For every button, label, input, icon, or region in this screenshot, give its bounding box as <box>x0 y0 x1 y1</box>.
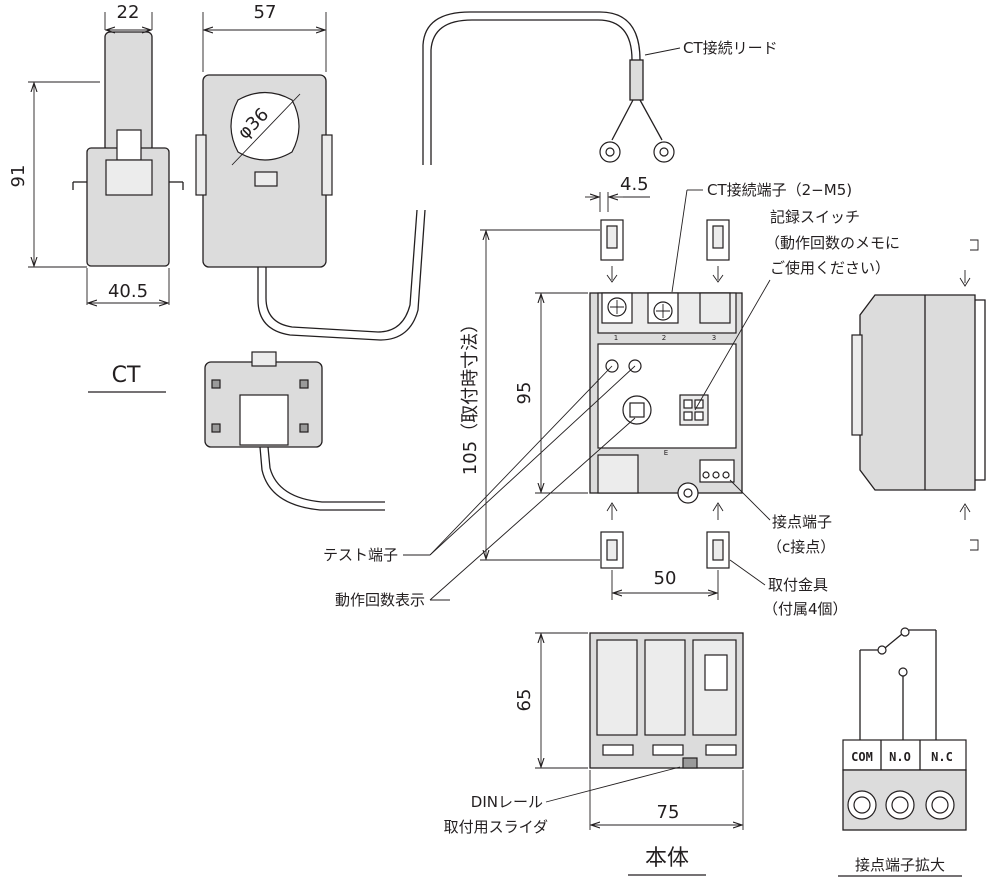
dim-ct-width-large: 57 <box>254 2 277 23</box>
contact-zoom-title: 接点端子拡大 <box>855 856 945 874</box>
terminal-number-3: 3 <box>712 334 716 342</box>
contact-terminal-label-1: 接点端子 <box>772 513 832 531</box>
mount-bracket-label-1: 取付金具 <box>768 576 828 594</box>
ct-lead: CT接続リード <box>422 11 778 165</box>
ct-terminal-label: CT接続端子（2−M5) <box>707 181 852 199</box>
main-body-front: 1 2 3 E 4.5 CT接続端子（2−M5) 95 <box>323 174 900 609</box>
counter-display-label: 動作回数表示 <box>335 591 425 609</box>
ct-side-view: 22 91 40.5 CT <box>8 2 184 393</box>
mount-bracket-label-2: （付属4個） <box>763 600 848 618</box>
record-switch-label-2: （動作回数のメモに <box>765 234 900 252</box>
terminal-no: N.O <box>889 750 911 764</box>
dim-body-height: 95 <box>514 382 535 405</box>
dim-ct-bottom-width: 40.5 <box>108 281 148 302</box>
dim-ct-height: 91 <box>8 165 29 188</box>
dim-terminal-offset: 4.5 <box>620 174 649 195</box>
test-terminal-label: テスト端子 <box>323 546 398 564</box>
contact-terminal-zoom: COM N.O N.C 接点端子拡大 <box>838 627 967 877</box>
mount-brackets: 50 取付金具 （付属4個） <box>600 219 848 618</box>
dim-mount-pitch: 105（取付時寸法） <box>460 315 481 475</box>
ct-lead-label: CT接続リード <box>683 39 778 57</box>
panel-letter: E <box>664 449 668 457</box>
dim-body-width: 75 <box>657 802 680 823</box>
main-body-side <box>851 239 986 551</box>
terminal-com: COM <box>851 750 873 764</box>
ct-front-view: φ36 57 <box>195 2 426 341</box>
ct-bottom-view <box>204 351 385 511</box>
terminal-number-1: 1 <box>614 334 618 342</box>
body-title: 本体 <box>645 846 689 871</box>
dim-body-depth: 65 <box>514 689 535 712</box>
record-switch-label-3: ご使用ください） <box>770 259 890 277</box>
ct-title: CT <box>112 363 141 388</box>
main-body-bottom: 65 75 DINレール 取付用スライダ 本体 <box>444 632 744 876</box>
dim-mount-width: 50 <box>654 568 677 589</box>
contact-terminal-label-2: （c接点） <box>767 538 835 556</box>
din-slider-label-1: DINレール <box>471 793 543 811</box>
dim-ct-width-small: 22 <box>117 2 140 23</box>
terminal-number-2: 2 <box>662 334 666 342</box>
terminal-nc: N.C <box>931 750 953 764</box>
din-slider-label-2: 取付用スライダ <box>444 818 548 836</box>
record-switch-label-1: 記録スイッチ <box>770 208 860 226</box>
